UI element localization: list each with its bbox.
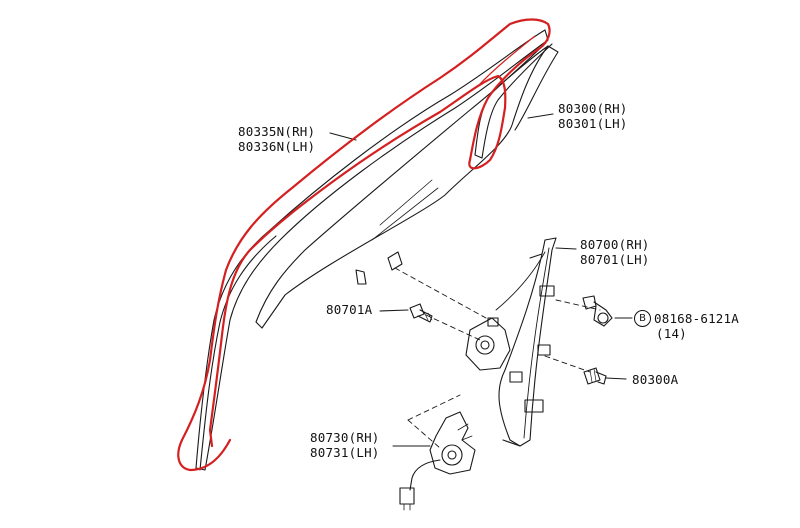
label-bolt-08168-part: 08168-6121A [654,311,739,326]
label-bolt-80701a: 80701A [326,302,373,317]
window-sash-outer [195,29,549,471]
bolt-08168-shape [582,295,613,327]
label-motor-rh: 80730(RH) [310,430,380,445]
label-glass-lh: 80301(LH) [558,116,628,131]
regulator-rail [498,237,557,447]
label-regulator-lh: 80701(LH) [580,252,650,267]
label-glass-rh: 80300(RH) [558,101,628,116]
highlight-outline [177,18,551,472]
glass-tab-left [355,269,367,285]
label-motor: 80730(RH) 80731(LH) [310,430,380,460]
label-bolt-08168-qty: (14) [656,326,687,341]
label-motor-lh: 80731(LH) [310,445,380,460]
label-sash-rh: 80335N(RH) [238,124,316,139]
bolt-80701a-shape [409,303,433,323]
door-glass [255,45,549,329]
regulator-gear-plate [465,317,511,371]
label-regulator-rh: 80700(RH) [580,237,650,252]
clip-80300a-shape [583,367,607,385]
label-glass: 80300(RH) 80301(LH) [558,101,628,131]
label-sash: 80335N(RH) 80336N(LH) [238,124,315,154]
label-regulator: 80700(RH) 80701(LH) [580,237,650,267]
label-bolt-08168: 08168-6121A (14) [654,311,739,341]
bolt-type-b-marker: B [634,310,651,327]
label-sash-lh: 80336N(LH) [238,139,316,154]
label-clip-80300a: 80300A [632,372,679,387]
regulator-motor [399,411,476,511]
glass-tab-right [387,251,403,271]
